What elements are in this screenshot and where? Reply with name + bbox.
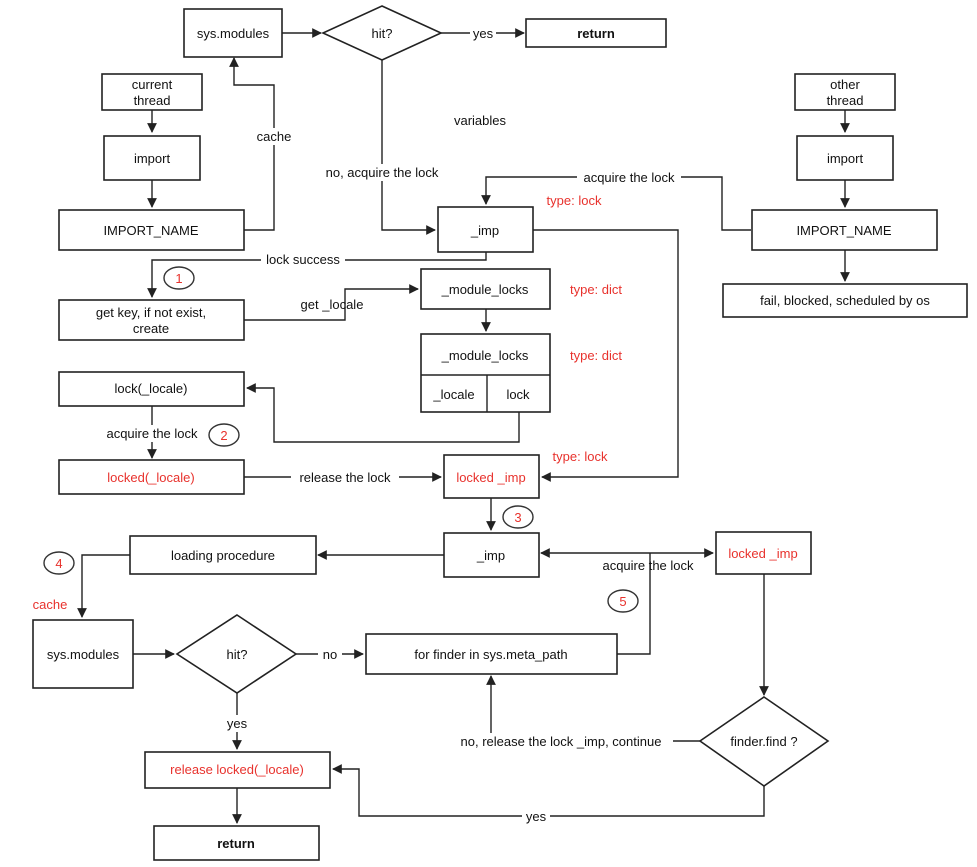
svg-text:lock(_locale): lock(_locale) — [115, 381, 188, 396]
node-hit-bottom: hit? — [175, 614, 298, 694]
svg-text:IMPORT_NAME: IMPORT_NAME — [796, 223, 891, 238]
node-locked-locale: locked(_locale) — [58, 459, 245, 495]
label-cache-left: cache — [257, 129, 292, 144]
type-label-module-locks-1: type: dict — [570, 282, 622, 297]
svg-text:_module_locks: _module_locks — [441, 348, 529, 363]
label-yes-bottom: yes — [227, 716, 248, 731]
svg-text:current: current — [132, 77, 173, 92]
label-variables: variables — [454, 113, 507, 128]
label-acquire-lock-mid: acquire the lock — [602, 558, 694, 573]
svg-text:release locked(_locale): release locked(_locale) — [170, 762, 304, 777]
node-other-thread: other thread — [794, 73, 896, 111]
svg-text:other: other — [830, 77, 860, 92]
label-yes-top: yes — [473, 26, 494, 41]
svg-text:thread: thread — [134, 93, 171, 108]
svg-text:get key, if not exist,: get key, if not exist, — [96, 305, 206, 320]
step-badge-1: 1 — [163, 266, 195, 290]
svg-text:import: import — [827, 151, 864, 166]
node-module-locks-table: _module_locks _locale lock — [420, 333, 551, 413]
node-return-top: return — [525, 18, 667, 48]
node-current-thread: current thread — [101, 73, 203, 111]
svg-text:locked _imp: locked _imp — [456, 470, 525, 485]
step-badge-3: 3 — [502, 505, 534, 529]
step-badge-5: 5 — [607, 589, 639, 613]
node-module-locks-1: _module_locks — [420, 268, 551, 310]
svg-text:3: 3 — [514, 510, 521, 525]
node-import-name-left: IMPORT_NAME — [58, 209, 245, 251]
label-get-locale: get _locale — [301, 297, 364, 312]
svg-text:5: 5 — [619, 594, 626, 609]
node-lock-locale: lock(_locale) — [58, 371, 245, 407]
edge-labels: yes cache variables no, acquire the lock… — [33, 25, 694, 825]
node-import-name-right: IMPORT_NAME — [751, 209, 938, 251]
node-sys-modules-bottom: sys.modules — [32, 619, 134, 689]
svg-text:import: import — [134, 151, 171, 166]
node-import-right: import — [796, 135, 894, 181]
svg-text:2: 2 — [220, 428, 227, 443]
label-cache-bottom: cache — [33, 597, 68, 612]
node-fail-blocked: fail, blocked, scheduled by os — [722, 283, 968, 318]
svg-text:hit?: hit? — [372, 26, 393, 41]
svg-text:locked(_locale): locked(_locale) — [107, 470, 194, 485]
cell-lock: lock — [506, 387, 530, 402]
label-no-acquire: no, acquire the lock — [326, 165, 439, 180]
node-get-key: get key, if not exist, create — [58, 299, 245, 341]
node-locked-imp-mid: locked _imp — [443, 454, 540, 499]
node-import-left: import — [103, 135, 201, 181]
svg-text:IMPORT_NAME: IMPORT_NAME — [103, 223, 198, 238]
label-lock-success: lock success — [266, 252, 340, 267]
node-return-bottom: return — [153, 825, 320, 861]
svg-text:sys.modules: sys.modules — [197, 26, 270, 41]
svg-text:_module_locks: _module_locks — [441, 282, 529, 297]
svg-text:loading procedure: loading procedure — [171, 548, 275, 563]
node-imp-top: _imp — [437, 206, 534, 253]
node-finder-loop: for finder in sys.meta_path — [365, 633, 618, 675]
svg-text:return: return — [577, 26, 615, 41]
svg-text:1: 1 — [175, 271, 182, 286]
node-sys-modules-top: sys.modules — [183, 8, 283, 58]
node-locked-imp-right: locked _imp — [715, 531, 812, 575]
svg-text:_imp: _imp — [470, 223, 499, 238]
cell-locale: _locale — [432, 387, 474, 402]
label-no-release: no, release the lock _imp, continue — [461, 734, 662, 749]
node-hit-top: hit? — [321, 5, 443, 61]
node-finder-find: finder.find ? — [698, 696, 830, 787]
label-yes-finder: yes — [526, 809, 547, 824]
svg-text:fail, blocked, scheduled by os: fail, blocked, scheduled by os — [760, 293, 930, 308]
step-badge-2: 2 — [208, 423, 240, 447]
step-badge-4: 4 — [43, 551, 75, 575]
svg-text:hit?: hit? — [227, 647, 248, 662]
node-imp-mid: _imp — [443, 532, 540, 578]
type-labels: type: lock type: dict type: dict type: l… — [547, 193, 623, 464]
type-label-locked-imp: type: lock — [553, 449, 608, 464]
svg-text:4: 4 — [55, 556, 62, 571]
svg-text:thread: thread — [827, 93, 864, 108]
type-label-module-locks-2: type: dict — [570, 348, 622, 363]
svg-text:for finder in sys.meta_path: for finder in sys.meta_path — [414, 647, 567, 662]
label-release-lock: release the lock — [299, 470, 391, 485]
label-no-bottom: no — [323, 647, 337, 662]
node-release-locked-locale: release locked(_locale) — [144, 751, 331, 789]
svg-text:return: return — [217, 836, 255, 851]
svg-text:locked _imp: locked _imp — [728, 546, 797, 561]
svg-text:finder.find ?: finder.find ? — [730, 734, 797, 749]
svg-text:create: create — [133, 321, 169, 336]
label-acquire-lock-left: acquire the lock — [106, 426, 198, 441]
svg-text:_imp: _imp — [476, 548, 505, 563]
node-loading-procedure: loading procedure — [129, 535, 317, 575]
label-acquire-lock-top: acquire the lock — [583, 170, 675, 185]
svg-text:sys.modules: sys.modules — [47, 647, 120, 662]
type-label-imp: type: lock — [547, 193, 602, 208]
